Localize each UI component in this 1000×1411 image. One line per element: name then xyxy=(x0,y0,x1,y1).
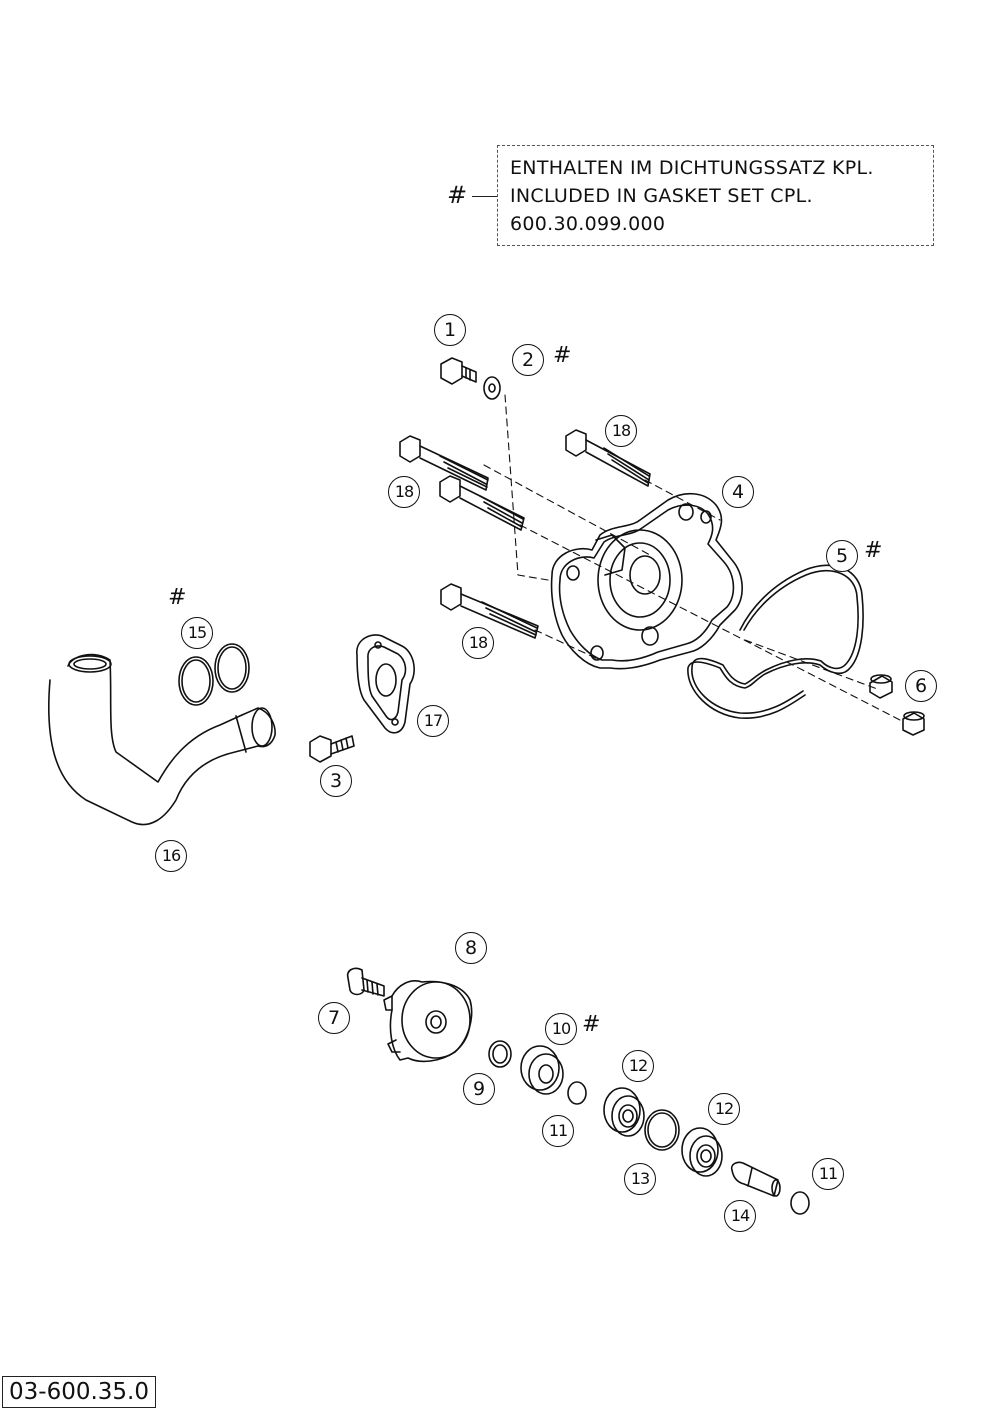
callout-18-left: 18 xyxy=(388,476,420,508)
callout-1: 1 xyxy=(434,314,466,346)
dowel-sleeve-part-6-b xyxy=(902,711,925,736)
callout-14: 14 xyxy=(724,1200,756,1232)
legend-part-number: 600.30.099.000 xyxy=(510,213,666,235)
screw-part-7 xyxy=(346,967,385,997)
bolt-part-3 xyxy=(309,735,355,763)
ball-bearing-part-12-b xyxy=(681,1127,723,1177)
drawing-number: 03-600.35.0 xyxy=(2,1376,156,1408)
legend-line-english: INCLUDED IN GASKET SET CPL. xyxy=(510,185,813,207)
seal-ring-part-10 xyxy=(520,1045,564,1095)
callout-11-b: 11 xyxy=(812,1158,844,1190)
callout-3: 3 xyxy=(320,765,352,797)
callout-8: 8 xyxy=(455,932,487,964)
legend-connector-line xyxy=(472,196,497,197)
o-ring-part-15-b xyxy=(214,643,250,693)
long-bolt-part-18-b xyxy=(439,475,525,531)
flange-gasket-part-17 xyxy=(356,634,415,734)
legend-hash-symbol: # xyxy=(447,181,468,209)
hash-mark-part-15: # xyxy=(168,585,187,610)
callout-12-b: 12 xyxy=(708,1093,740,1125)
callout-18-top: 18 xyxy=(605,415,637,447)
callout-6: 6 xyxy=(905,670,937,702)
callout-5: 5 xyxy=(826,540,858,572)
callout-18-bottom: 18 xyxy=(462,627,494,659)
callout-13: 13 xyxy=(624,1163,656,1195)
long-bolt-part-18-a xyxy=(399,435,489,491)
circlip-part-11-a xyxy=(567,1081,587,1105)
callout-2: 2 xyxy=(512,344,544,376)
callout-17: 17 xyxy=(417,705,449,737)
legend-box: ENTHALTEN IM DICHTUNGSSATZ KPL. INCLUDED… xyxy=(497,145,934,246)
callout-15: 15 xyxy=(181,617,213,649)
dowel-sleeve-part-6-a xyxy=(869,674,893,699)
water-pipe-part-16 xyxy=(47,653,276,826)
snap-ring-part-13 xyxy=(644,1109,680,1151)
callout-12-a: 12 xyxy=(622,1050,654,1082)
flange-bolt-part-1 xyxy=(440,357,477,385)
long-bolt-part-18-c xyxy=(565,429,651,487)
pump-shaft-part-14 xyxy=(730,1161,781,1197)
hash-mark-part-2: # xyxy=(553,343,572,368)
callout-4: 4 xyxy=(722,476,754,508)
circlip-part-11-b xyxy=(790,1191,810,1215)
washer-part-2 xyxy=(483,376,501,400)
callout-9: 9 xyxy=(463,1073,495,1105)
legend-line-german: ENTHALTEN IM DICHTUNGSSATZ KPL. xyxy=(510,157,874,179)
gasket-part-5 xyxy=(687,564,864,719)
hash-mark-part-10: # xyxy=(582,1012,601,1037)
washer-part-9 xyxy=(488,1040,512,1068)
water-pump-cover-part-4 xyxy=(550,492,743,670)
ball-bearing-part-12-a xyxy=(603,1087,645,1137)
callout-11-a: 11 xyxy=(542,1115,574,1147)
impeller-part-8 xyxy=(383,980,473,1063)
callout-7: 7 xyxy=(318,1002,350,1034)
callout-10: 10 xyxy=(545,1013,577,1045)
hash-mark-part-5: # xyxy=(864,538,883,563)
long-bolt-part-18-d xyxy=(440,583,539,639)
callout-16: 16 xyxy=(155,840,187,872)
o-ring-part-15-a xyxy=(178,656,214,706)
